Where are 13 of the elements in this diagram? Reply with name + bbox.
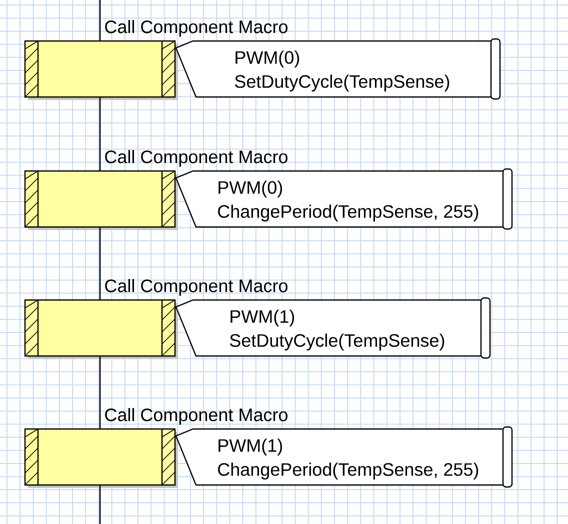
comment-callout: PWM(0) SetDutyCycle(TempSense) bbox=[175, 38, 501, 100]
node-label: Call Component Macro bbox=[105, 20, 288, 37]
flow-line bbox=[99, 228, 101, 300]
comment-callout: PWM(1) ChangePeriod(TempSense, 255) bbox=[175, 426, 513, 488]
comment-callout: PWM(1) SetDutyCycle(TempSense) bbox=[175, 297, 491, 359]
flow-line bbox=[99, 486, 101, 524]
flow-line bbox=[99, 98, 101, 170]
flow-line bbox=[99, 0, 101, 40]
node-label: Call Component Macro bbox=[105, 279, 288, 296]
flow-line bbox=[99, 356, 101, 428]
node-label: Call Component Macro bbox=[105, 408, 288, 425]
node-label: Call Component Macro bbox=[105, 150, 288, 167]
comment-callout: PWM(0) ChangePeriod(TempSense, 255) bbox=[175, 168, 513, 230]
